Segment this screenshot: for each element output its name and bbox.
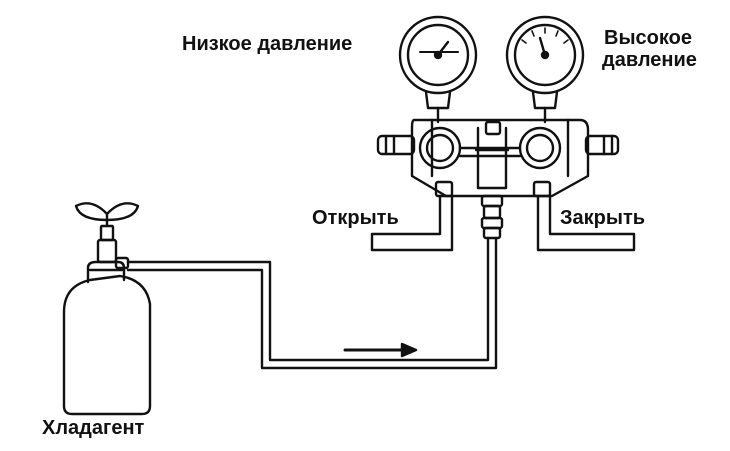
charging-hose — [126, 236, 498, 370]
close-valve-label: Закрыть — [560, 207, 646, 229]
low-side-valve-knob — [370, 180, 454, 252]
manifold-center-column — [476, 126, 508, 190]
high-pressure-label-line2: давление — [602, 49, 697, 71]
low-pressure-gauge — [398, 15, 478, 124]
cylinder-valve — [74, 202, 140, 270]
refrigerant-label: Хладагент — [42, 417, 145, 439]
high-pressure-label-line1: Высокое — [604, 27, 692, 49]
center-hose-fitting — [480, 194, 504, 240]
high-side-valve-knob — [532, 180, 636, 252]
left-service-port — [376, 134, 416, 156]
high-side-sight-glass — [518, 126, 562, 170]
high-pressure-gauge — [505, 15, 585, 124]
flow-arrow — [343, 342, 418, 358]
right-service-port — [584, 134, 620, 156]
low-side-sight-glass — [418, 126, 462, 170]
valve-wing-handle — [74, 202, 140, 222]
open-valve-label: Открыть — [312, 207, 399, 229]
manifold-body — [376, 118, 620, 198]
low-pressure-label: Низкое давление — [182, 33, 353, 55]
refrigerant-cylinder — [62, 260, 152, 416]
